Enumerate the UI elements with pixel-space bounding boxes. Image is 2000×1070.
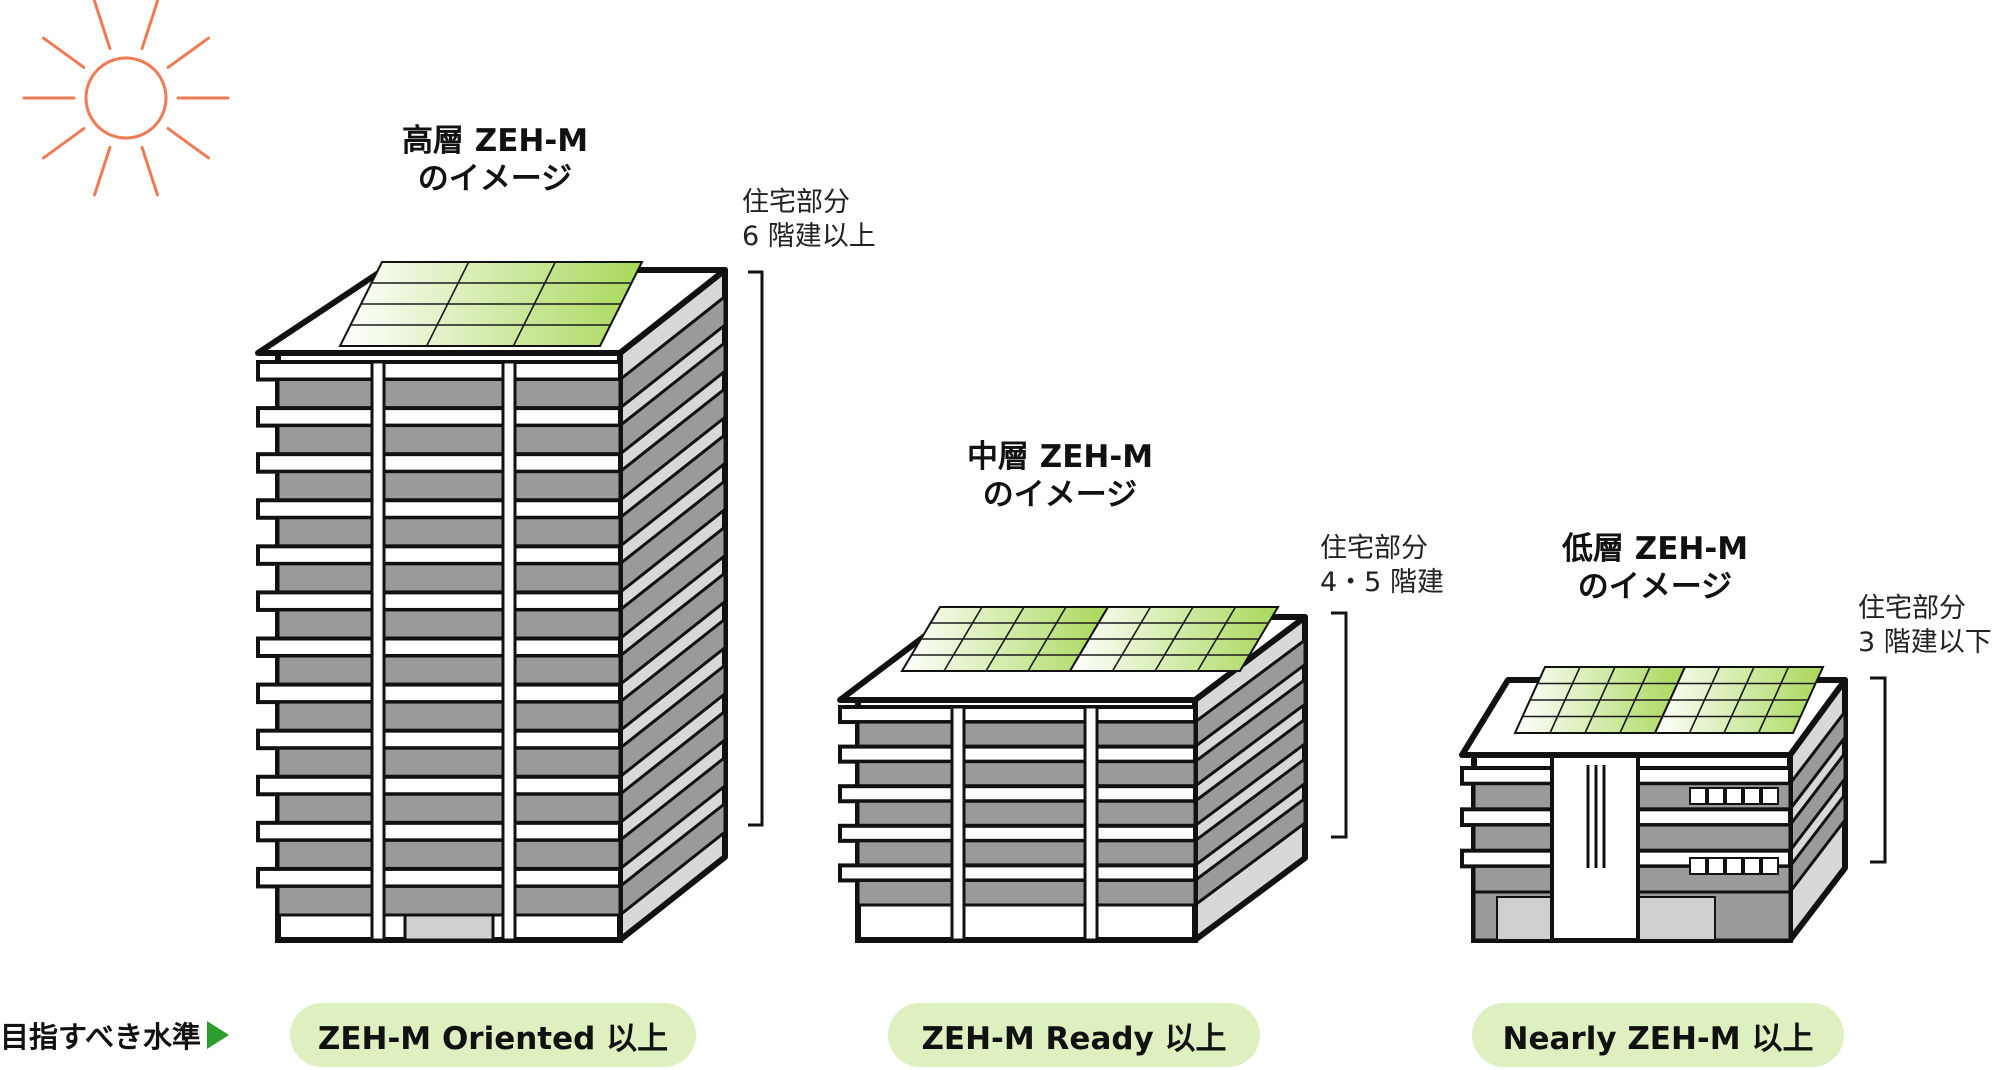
floor-glazing (276, 746, 622, 779)
floor-glazing (856, 799, 1197, 828)
floor-slab (256, 590, 622, 612)
floor-slab (256, 866, 622, 889)
floor-glazing (276, 792, 622, 825)
floor-slab (256, 774, 622, 797)
floor-slab (838, 784, 1197, 804)
floor-slab (256, 406, 622, 428)
floor-glazing (276, 654, 622, 687)
note-line: 住宅部分 (742, 187, 850, 218)
floor-slab (256, 682, 622, 705)
floor-glazing (276, 378, 622, 410)
target-text: ZEH-M Ready 以上 (921, 1020, 1227, 1057)
window (1743, 857, 1761, 875)
floor-slab (256, 360, 622, 382)
floor-slab (256, 728, 622, 751)
note-line: 6 階建以上 (742, 221, 876, 252)
window (1689, 787, 1707, 805)
floor-glazing (856, 720, 1197, 749)
building-high-rise (255, 261, 728, 943)
floor-glazing (276, 884, 622, 917)
floor-slab (256, 544, 622, 566)
goal-label-text: 目指すべき水準 (0, 1020, 201, 1054)
floor-glazing (276, 470, 622, 502)
arrow-right-icon (206, 1021, 229, 1049)
target-text: ZEH-M Oriented 以上 (317, 1020, 669, 1057)
building-title-low: 低層 ZEH-M のイメージ (1530, 530, 1780, 606)
floor-slab (838, 744, 1197, 764)
window (1725, 787, 1743, 805)
window (1761, 787, 1779, 805)
window (1707, 857, 1725, 875)
window (1761, 857, 1779, 875)
floor-glazing (276, 838, 622, 871)
building-title-high: 高層 ZEH-M のイメージ (370, 122, 620, 198)
note-line: 3 階建以下 (1858, 627, 1992, 658)
sun-ray (41, 127, 86, 160)
note-line: 4・5 階建 (1320, 567, 1444, 598)
sun-ray (92, 145, 112, 197)
floor-glazing (276, 562, 622, 594)
sun-ray (92, 0, 112, 51)
window (1743, 787, 1761, 805)
title-line: 高層 ZEH-M (401, 123, 589, 159)
target-pill-low: Nearly ZEH-M 以上 (1472, 1003, 1844, 1067)
floor-slab (256, 498, 622, 520)
target-text: Nearly ZEH-M 以上 (1502, 1020, 1814, 1057)
floor-note-mid: 住宅部分 4・5 階建 (1320, 532, 1444, 600)
target-pill-mid: ZEH-M Ready 以上 (888, 1003, 1260, 1067)
title-line: のイメージ (1577, 569, 1733, 605)
floor-note-low: 住宅部分 3 階建以下 (1858, 592, 1992, 660)
floor-glazing (276, 608, 622, 641)
floor-slab (838, 823, 1197, 843)
sun-icon (22, 0, 230, 197)
floor-slab (256, 452, 622, 474)
sun-ray (166, 127, 211, 160)
floor-slab (838, 863, 1197, 883)
floor-glazing (856, 839, 1197, 867)
note-line: 住宅部分 (1858, 593, 1966, 624)
floor-slab (256, 820, 622, 843)
window (1689, 857, 1707, 875)
note-line: 住宅部分 (1320, 533, 1428, 564)
sun-ray (166, 36, 211, 69)
floor-slab (256, 636, 622, 659)
window (1725, 857, 1743, 875)
floor-glazing (856, 878, 1197, 907)
window (1707, 787, 1725, 805)
bracket-icon (1331, 611, 1348, 839)
bracket-icon (1870, 676, 1887, 864)
floor-note-high: 住宅部分 6 階建以上 (742, 186, 876, 254)
sun-ray (140, 0, 160, 51)
target-pill-high: ZEH-M Oriented 以上 (290, 1003, 696, 1067)
floor-glazing (276, 700, 622, 733)
title-line: 低層 ZEH-M (1561, 531, 1749, 567)
floor-glazing (276, 424, 622, 456)
bracket-icon (748, 270, 764, 827)
goal-label: 目指すべき水準 (0, 1014, 229, 1056)
sun-disc (84, 56, 168, 140)
building-mid-rise (837, 606, 1308, 943)
sun-ray (41, 36, 86, 69)
sun-ray (140, 145, 160, 197)
title-line: 中層 ZEH-M (966, 439, 1154, 475)
floor-glazing (276, 516, 622, 548)
building-title-mid: 中層 ZEH-M のイメージ (935, 438, 1185, 514)
title-line: のイメージ (417, 161, 573, 197)
floor-glazing (856, 760, 1197, 788)
floor-slab (838, 705, 1197, 725)
title-line: のイメージ (982, 477, 1138, 513)
building-low-rise (1459, 666, 1848, 943)
